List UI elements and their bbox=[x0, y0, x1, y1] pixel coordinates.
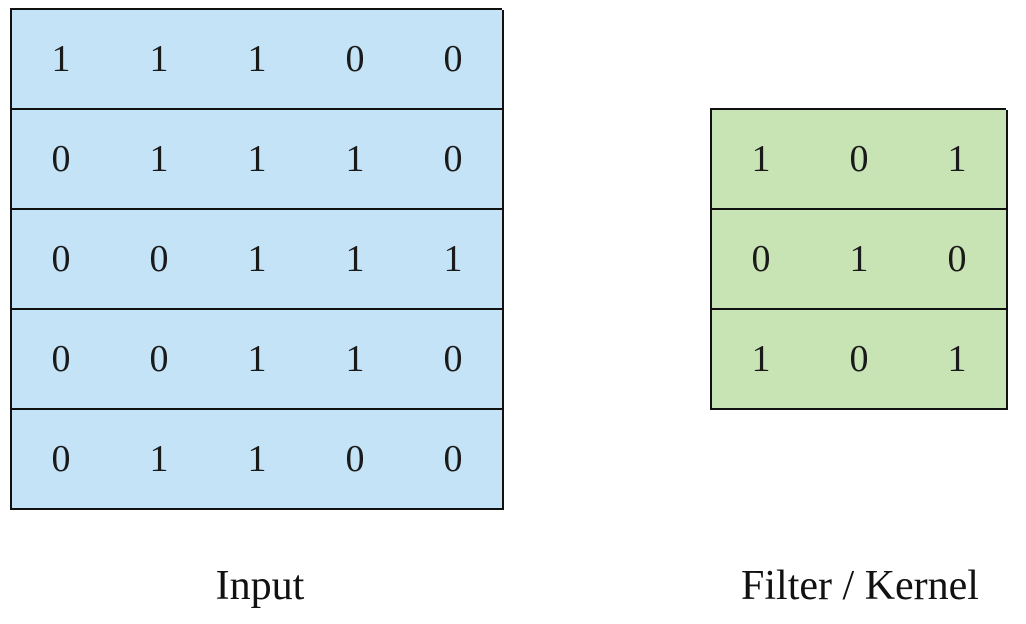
input-cell: 0 bbox=[404, 10, 504, 110]
input-cell: 0 bbox=[110, 210, 210, 310]
input-matrix: 1 1 1 0 0 0 1 1 1 0 0 0 1 1 1 0 0 1 1 0 … bbox=[10, 8, 504, 510]
input-cell: 1 bbox=[110, 410, 210, 510]
kernel-cell: 1 bbox=[712, 110, 812, 210]
input-label: Input bbox=[215, 563, 305, 609]
input-cell: 0 bbox=[12, 410, 112, 510]
input-cell: 0 bbox=[404, 310, 504, 410]
kernel-cell: 1 bbox=[810, 210, 910, 310]
input-cell: 1 bbox=[208, 210, 308, 310]
kernel-cell: 1 bbox=[908, 110, 1008, 210]
kernel-cell: 0 bbox=[810, 110, 910, 210]
input-cell: 1 bbox=[306, 310, 406, 410]
kernel-cell: 0 bbox=[810, 310, 910, 410]
input-cell: 1 bbox=[306, 110, 406, 210]
input-cell: 1 bbox=[208, 110, 308, 210]
kernel-cell: 1 bbox=[908, 310, 1008, 410]
input-cell: 0 bbox=[306, 410, 406, 510]
input-cell: 0 bbox=[404, 410, 504, 510]
input-cell: 1 bbox=[208, 10, 308, 110]
input-cell: 1 bbox=[110, 110, 210, 210]
kernel-cell: 0 bbox=[712, 210, 812, 310]
kernel-label: Filter / Kernel bbox=[741, 563, 979, 609]
input-cell: 0 bbox=[12, 210, 112, 310]
input-cell: 1 bbox=[208, 410, 308, 510]
kernel-matrix: 1 0 1 0 1 0 1 0 1 bbox=[710, 108, 1008, 410]
input-cell: 1 bbox=[110, 10, 210, 110]
kernel-cell: 1 bbox=[712, 310, 812, 410]
input-cell: 1 bbox=[208, 310, 308, 410]
input-cell: 0 bbox=[404, 110, 504, 210]
kernel-cell: 0 bbox=[908, 210, 1008, 310]
input-cell: 0 bbox=[110, 310, 210, 410]
input-cell: 0 bbox=[12, 110, 112, 210]
input-cell: 0 bbox=[12, 310, 112, 410]
input-cell: 1 bbox=[306, 210, 406, 310]
input-cell: 1 bbox=[12, 10, 112, 110]
input-cell: 1 bbox=[404, 210, 504, 310]
input-cell: 0 bbox=[306, 10, 406, 110]
